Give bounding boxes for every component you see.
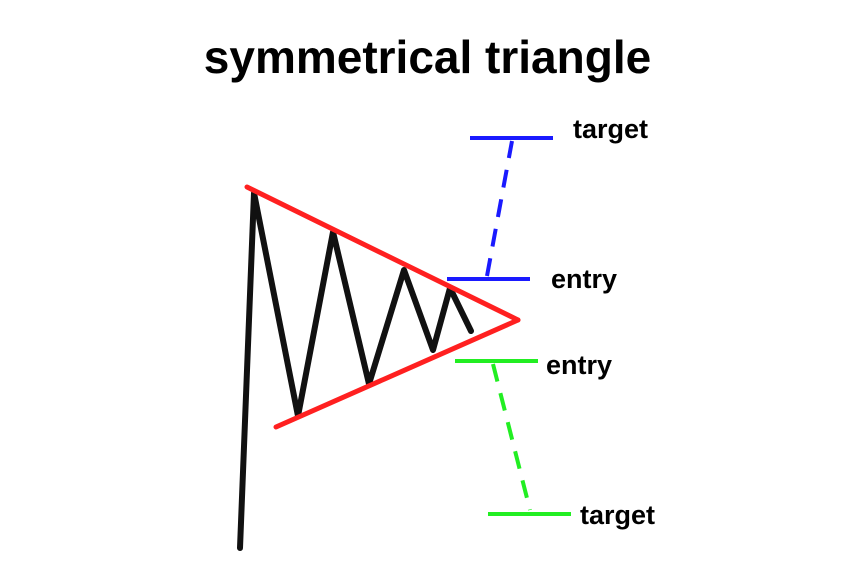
- diagram-title: symmetrical triangle: [203, 31, 652, 83]
- lower-target-label: target: [580, 500, 656, 530]
- upper-target-label: target: [573, 114, 649, 144]
- price-zigzag-line: [237, 190, 474, 551]
- upper-trendline: [244, 184, 521, 323]
- lower-entry-label: entry: [546, 350, 613, 380]
- lower-trendline: [273, 317, 521, 430]
- upper-projection-dashed: [485, 140, 514, 277]
- upper-entry-label: entry: [551, 264, 618, 294]
- lower-projection-dashed: [491, 363, 532, 511]
